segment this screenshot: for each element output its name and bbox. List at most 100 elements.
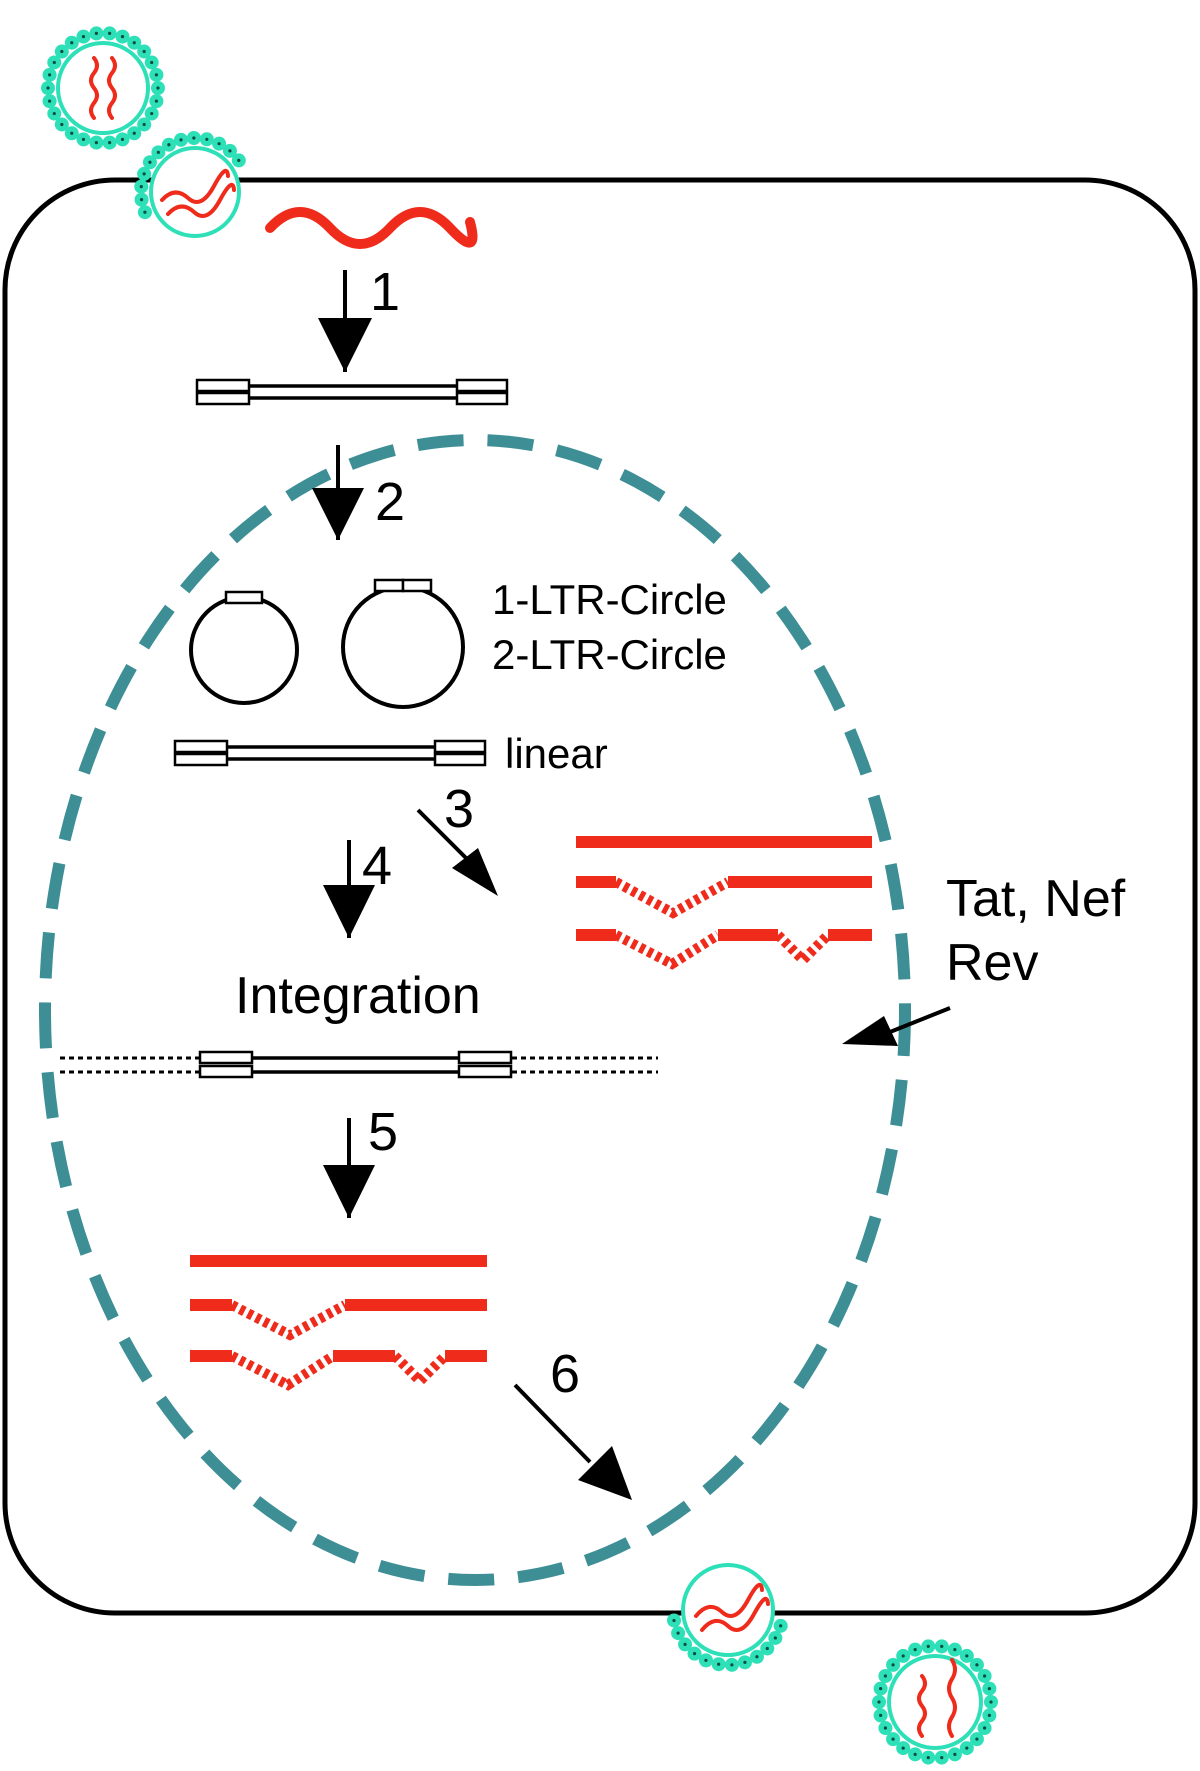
virion-spike-core [982,1674,987,1678]
ltr-right [455,378,509,393]
virion-spike-core [46,86,50,90]
virion-spike-core [965,1654,969,1658]
step-5-arrowhead [323,1165,375,1218]
virion-spike-core [940,1755,944,1760]
virion-spike-core [60,49,64,54]
label-2-ltr-circle: 2-LTR-Circle [492,631,727,678]
virion-spike-core [154,99,159,103]
one-ltr-circle [189,590,299,705]
integrated-provirus [60,1050,658,1079]
virion-spike-core [730,1663,734,1667]
step-3-arrowhead [452,848,498,896]
virion-envelope [681,1563,775,1657]
virion-spike-core [142,172,146,176]
label-tat-nef: Tat, Nef [946,870,1126,928]
virion-spike-core [987,1713,991,1718]
step-6-number: 6 [550,1344,580,1404]
virion-spike-core [704,1658,708,1662]
virion-spike-core [982,1726,987,1730]
virion-spike-core [975,1737,979,1741]
virion-spike-core [672,1618,676,1623]
virion-rna [160,168,230,204]
virion-spike-core [891,1737,895,1741]
virion-spike-core [953,1648,957,1652]
virion-spike-core [891,1663,895,1667]
virion-spike-core [773,1636,777,1640]
virion-spike-core [167,143,171,147]
virion-spike-core [156,86,160,90]
virion-spike-core [60,122,64,127]
virion-spike-core [139,198,144,202]
virion-spike-core [52,60,56,65]
label-1-ltr-circle: 1-LTR-Circle [492,576,727,623]
virion-spike-core [913,1752,917,1756]
virion-rna [107,56,117,120]
virion-spike-core [148,160,152,164]
virion-rna [917,1674,927,1738]
virion-spike-core [70,131,74,135]
label-rev: Rev [946,934,1038,992]
virion-spike-core [765,1646,769,1651]
virion-rna [166,182,236,218]
nucleus-envelope [39,434,911,1586]
virion-spike-core [879,1713,883,1718]
virion-fusing-entry [134,131,246,238]
virion-spike-core [989,1700,993,1704]
step-2-number: 2 [375,472,405,532]
virion-spike-core [779,1624,783,1628]
virion-spike-core [139,185,143,189]
virion-spike-core [132,131,136,135]
virion-envelope [149,146,241,238]
virion-spike-core [676,1631,680,1635]
virion-spike-core [237,158,241,163]
virion-spike-core [179,138,183,142]
virion-spike-core [108,31,112,36]
virion-spike-core [132,41,136,45]
virion-envelope [56,41,150,135]
virion-rna [694,1582,764,1618]
virion-spike-core [70,41,74,45]
virion-spike-core [901,1654,905,1658]
virion-spike-core [94,140,98,145]
label-integration: Integration [235,967,481,1025]
step-1-number: 1 [370,262,400,322]
virion-rna [89,56,99,120]
virion-spike-core [228,149,232,153]
virion-spike-core [120,34,125,39]
virion-spike-core [913,1648,917,1652]
virion-spike-core [81,34,86,39]
virion-spike-core [743,1660,747,1664]
step-4-arrowhead [323,885,375,938]
ltr-left [195,378,251,393]
virion-spike-core [965,1746,969,1750]
virion-spike-core [217,142,221,146]
virion-spike-core [143,210,147,214]
virion-spike-core [120,137,125,142]
virion-spike-core [877,1700,881,1704]
virion-spike-core [975,1663,979,1667]
virion-spike-core [717,1662,721,1666]
virion-spike-core [94,31,98,36]
protein-import-arrow [889,1006,951,1034]
nuclear-linear-dna [173,739,487,767]
virion-spike-core [692,1652,697,1656]
step-1-arrowhead [318,318,372,372]
step-2-arrowhead [312,488,364,540]
virion-spike-core [683,1642,687,1646]
step-5-number: 5 [368,1102,398,1162]
unintegrated-transcripts [576,836,872,970]
virion-spike-core [192,136,196,140]
virion-spike-core [154,73,159,77]
step-4-number: 4 [362,836,392,896]
virion-spike-core [142,49,146,54]
virion-spike-core [150,111,154,116]
virion-spike-core [205,137,209,141]
virion-spike-core [879,1686,883,1691]
step-3-number: 3 [444,779,474,839]
cell-membrane [2,177,1198,1616]
label-linear: linear [505,730,608,777]
virion-budding [667,1563,788,1672]
virion-spike-core [926,1755,930,1760]
integrated-transcripts [190,1255,487,1391]
